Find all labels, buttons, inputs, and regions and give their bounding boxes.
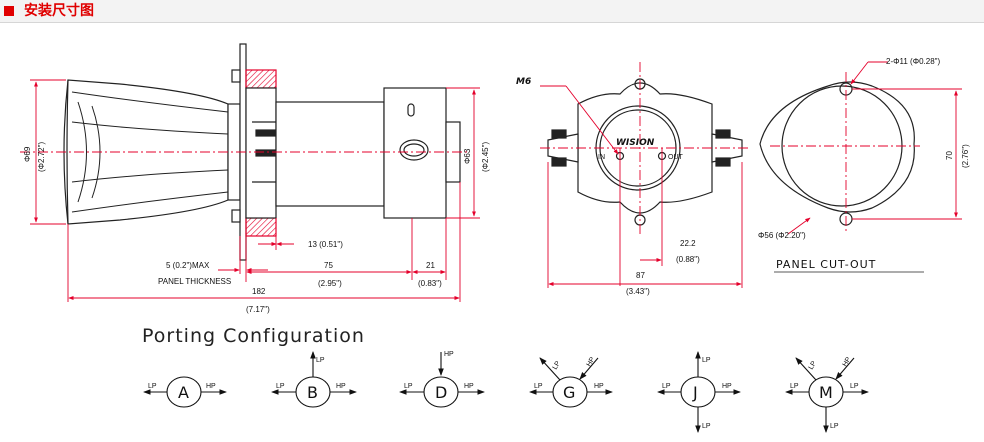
port-j-lp-bottom: LP [702, 423, 711, 430]
drawing-canvas: Φ69 (Φ2.72") Φ63 (Φ2.45") 13 (0.51") 5 (… [20, 43, 970, 433]
dim-panel-thickness: PANEL THICKNESS [158, 277, 231, 286]
red-square-icon [4, 6, 14, 16]
cutout-dimension-lines [770, 61, 962, 235]
port-config-m [785, 357, 869, 433]
port-d-lp: LP [404, 383, 413, 390]
section-header: 安装尺寸图 [0, 0, 984, 23]
port-letter-m: M [819, 383, 833, 402]
brand-wision: WISION [616, 138, 655, 148]
dim-182-in: (7.17") [246, 305, 270, 314]
port-config-a [143, 376, 227, 408]
dim-70: 70 [945, 151, 954, 160]
panel-cutout [759, 81, 915, 226]
port-m-lp-diag: LP [808, 360, 819, 371]
dim-87: 87 [636, 271, 645, 280]
dim-dia63-in: (Φ2.45") [481, 142, 490, 172]
port-config-g [529, 357, 613, 408]
port-in: IN [598, 154, 605, 161]
dim-182: 182 [252, 287, 266, 296]
port-g-lp-diag: LP [552, 360, 563, 371]
port-j-lp-top: LP [702, 357, 711, 364]
port-g-hp: HP [594, 383, 604, 390]
panel-cutout-title: PANEL CUT-OUT [776, 258, 876, 271]
dim-70-in: (2.76") [961, 144, 970, 168]
thread-m6: M6 [516, 77, 531, 87]
front-dimension-lines [540, 62, 750, 288]
port-g-hp-diag: HP [586, 356, 597, 368]
dim-21: 21 [426, 261, 435, 270]
port-letter-d: D [435, 383, 447, 402]
dim-87-in: (3.43") [626, 287, 650, 296]
cutout-hole: 2-Φ11 (Φ0.28") [886, 57, 940, 66]
dim-21-in: (0.83") [418, 279, 442, 288]
dim-dia69: Φ69 [23, 146, 32, 162]
port-letter-b: B [307, 383, 318, 402]
port-letter-j: J [692, 383, 698, 402]
port-d-hp-top: HP [444, 351, 454, 358]
port-letter-a: A [178, 383, 189, 402]
port-b-hp: HP [336, 383, 346, 390]
port-j-lp: LP [662, 383, 671, 390]
port-m-hp-diag: HP [842, 356, 853, 368]
port-m-lp: LP [790, 383, 799, 390]
dim-panel-max: 5 (0.2")MAX [166, 261, 210, 270]
dim-22: 22.2 [680, 239, 696, 248]
port-m-lp-bottom: LP [830, 423, 839, 430]
dim-56: Φ56 (Φ2.20") [758, 231, 806, 240]
porting-title: Porting Configuration [142, 325, 365, 347]
dim-13: 13 (0.51") [308, 240, 343, 249]
port-b-lp-top: LP [316, 357, 325, 364]
port-a-lp: LP [148, 383, 157, 390]
port-m-lp-right: LP [850, 383, 859, 390]
port-letter-g: G [563, 383, 575, 402]
section-title: 安装尺寸图 [24, 3, 94, 19]
port-config-j [657, 351, 741, 433]
dim-dia63: Φ63 [463, 148, 472, 164]
dim-dia69-in: (Φ2.72") [37, 142, 46, 172]
port-a-hp: HP [206, 383, 216, 390]
port-config-b [271, 351, 357, 408]
port-d-hp: HP [464, 383, 474, 390]
body-cylinder [275, 101, 385, 207]
dim-22-in: (0.88") [676, 255, 700, 264]
port-b-lp: LP [276, 383, 285, 390]
port-config-d [399, 352, 485, 408]
side-dimension-lines [20, 79, 480, 302]
port-g-lp: LP [534, 383, 543, 390]
port-out: OUT [668, 154, 684, 161]
port-j-hp: HP [722, 383, 732, 390]
dim-75-in: (2.95") [318, 279, 342, 288]
dim-75: 75 [324, 261, 333, 270]
